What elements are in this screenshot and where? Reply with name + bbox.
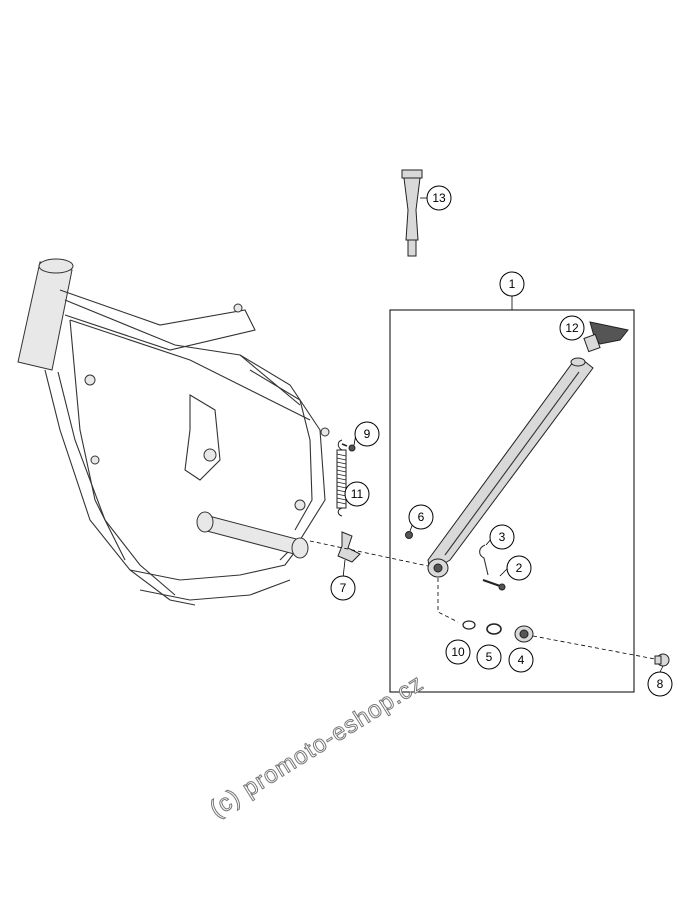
part-5-ring — [486, 623, 502, 635]
part-3-clip — [479, 544, 489, 576]
callout-10: 10 — [445, 639, 471, 665]
callout-3: 3 — [489, 524, 515, 550]
part-2-screw — [482, 579, 506, 591]
part-13-tool — [401, 169, 423, 257]
callout-1: 1 — [499, 271, 525, 297]
part-7-bracket — [337, 531, 361, 563]
callout-6: 6 — [408, 504, 434, 530]
callout-7: 7 — [330, 575, 356, 601]
side-stand — [427, 357, 594, 578]
assembly-line-axle — [437, 578, 459, 623]
assembly-line-stand — [309, 540, 429, 567]
svg-text:3: 3 — [499, 530, 506, 544]
part-11-spring — [336, 439, 347, 517]
part-9-screw — [341, 443, 356, 452]
part-10-washer — [462, 620, 476, 630]
assembly-line-bolt — [532, 635, 656, 660]
svg-text:11: 11 — [351, 487, 364, 501]
part-6-nut — [405, 531, 413, 539]
callout-11: 11 — [344, 481, 370, 507]
kit-outline-box — [389, 309, 635, 693]
svg-text:1: 1 — [509, 277, 516, 291]
callout-4: 4 — [508, 647, 534, 673]
svg-text:10: 10 — [451, 645, 465, 659]
callout-13: 13 — [426, 185, 452, 211]
svg-text:5: 5 — [486, 650, 493, 664]
part-12-foot — [583, 321, 629, 353]
svg-text:6: 6 — [418, 510, 425, 524]
callout-12: 12 — [559, 315, 585, 341]
callout-8: 8 — [647, 671, 673, 697]
svg-text:2: 2 — [516, 561, 523, 575]
callout-9: 9 — [354, 421, 380, 447]
part-4-bushing — [514, 625, 534, 643]
callout-2: 2 — [506, 555, 532, 581]
svg-text:13: 13 — [432, 191, 446, 205]
svg-text:4: 4 — [518, 653, 525, 667]
svg-text:12: 12 — [565, 321, 579, 335]
svg-text:9: 9 — [364, 427, 371, 441]
motorcycle-frame — [17, 258, 330, 606]
svg-text:8: 8 — [657, 677, 664, 691]
part-8-bolt — [654, 653, 670, 667]
callout-5: 5 — [476, 644, 502, 670]
svg-text:7: 7 — [340, 581, 347, 595]
